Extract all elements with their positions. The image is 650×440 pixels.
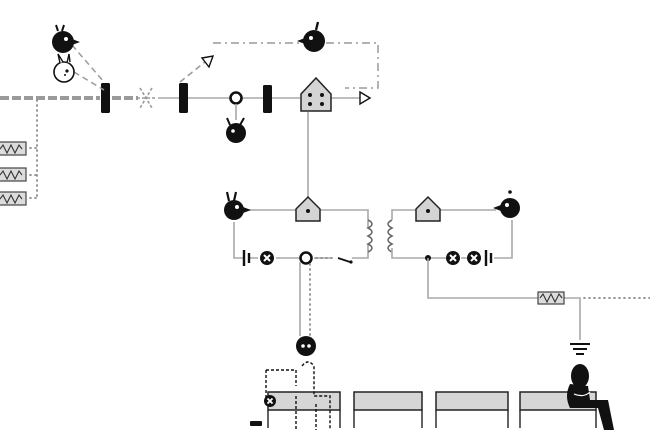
wire-mid-left-loop (233, 209, 369, 259)
resistor-icon[interactable] (0, 167, 27, 182)
birdhouse-icon[interactable] (295, 195, 321, 222)
dashed-link-bird-block (71, 44, 105, 83)
dashdot-link-top (213, 42, 379, 89)
block-1[interactable] (101, 83, 110, 113)
bird-head-down-icon[interactable] (297, 21, 325, 52)
resistor-icon[interactable] (0, 191, 27, 206)
small-bar (250, 421, 262, 426)
bird-head-icon[interactable] (493, 190, 520, 218)
wire-mid-right-loop (391, 209, 513, 259)
bird-head-icon[interactable] (52, 24, 80, 53)
ring-node-icon[interactable] (299, 251, 313, 265)
antenna-creature-icon[interactable] (226, 117, 246, 143)
birdhouse-icon[interactable] (415, 195, 441, 222)
arrow-head-icon (200, 55, 215, 69)
switch-icon[interactable] (337, 257, 353, 264)
round-face-icon[interactable] (296, 336, 316, 356)
dotted-feed-left (29, 99, 38, 199)
x-node-icon[interactable] (446, 251, 460, 265)
ground-icon (570, 343, 590, 355)
ring-node-icon[interactable] (229, 91, 243, 105)
birdhouse-icon[interactable] (300, 76, 332, 112)
dashed-ghost-person-icon (265, 361, 331, 430)
resistor-icon[interactable] (537, 291, 565, 305)
dashed-link-rabbit-block (73, 71, 105, 91)
bench-3[interactable] (435, 391, 509, 428)
antenna-creature-icon[interactable] (224, 191, 251, 220)
bench-2[interactable] (353, 391, 423, 428)
bench-1[interactable] (267, 391, 341, 428)
seated-person-icon[interactable] (567, 364, 614, 430)
wire-to-ground (427, 258, 581, 340)
x-node-icon[interactable] (264, 395, 276, 407)
rabbit-head-icon[interactable] (53, 53, 75, 83)
block-2[interactable] (179, 83, 188, 113)
battery-icon (242, 250, 251, 266)
break-spark-icon (137, 87, 156, 109)
battery-icon (484, 250, 493, 266)
x-node-icon[interactable] (260, 251, 274, 265)
block-3[interactable] (263, 85, 272, 113)
resistor-icon[interactable] (0, 141, 27, 156)
x-node-icon[interactable] (467, 251, 481, 265)
coil-icon (366, 219, 394, 253)
output-arrow-icon (359, 90, 372, 106)
